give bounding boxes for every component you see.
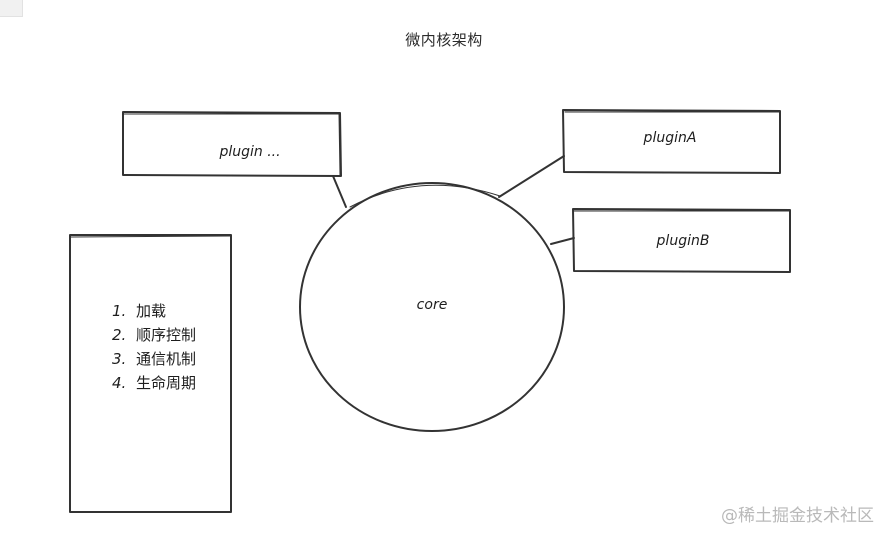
core-circle [299,182,565,432]
list-item: 1. 加载 [112,299,196,323]
list-item-number: 4. [112,374,127,392]
core-circle-sketch [349,184,501,208]
connector-core-plugin-others [332,175,347,208]
features-list-box [69,234,232,513]
list-item-text: 加载 [136,302,167,320]
plugin-label-b: pluginB [656,233,710,249]
watermark-text: @稀土掘金技术社区 [721,506,874,526]
features-list-box-sketch [70,235,231,238]
page-corner-fold [0,0,23,17]
plugin-box-a [562,109,781,174]
plugin-label-a: pluginA [643,130,697,146]
list-item-text: 顺序控制 [136,326,197,344]
list-item: 3. 通信机制 [112,347,196,371]
list-item-text: 生命周期 [136,374,197,392]
plugin-box-b [572,208,791,273]
list-item: 2. 顺序控制 [112,323,196,347]
plugin-box-others [122,111,342,177]
core-label: core [416,297,448,313]
list-item-text: 通信机制 [136,350,197,368]
features-list: 1. 加载 2. 顺序控制 3. 通信机制 4. 生命周期 [112,299,196,395]
list-item-number: 2. [112,326,127,344]
list-item: 4. 生命周期 [112,371,196,395]
plugin-label-others: plugin ... [219,144,281,160]
diagram-title: 微内核架构 [405,31,483,49]
connector-core-plugin-b [550,237,575,245]
connector-core-plugin-a [498,155,565,198]
list-item-number: 3. [112,350,127,368]
plugin-box-others-sketch [123,113,341,176]
list-item-number: 1. [112,302,127,320]
